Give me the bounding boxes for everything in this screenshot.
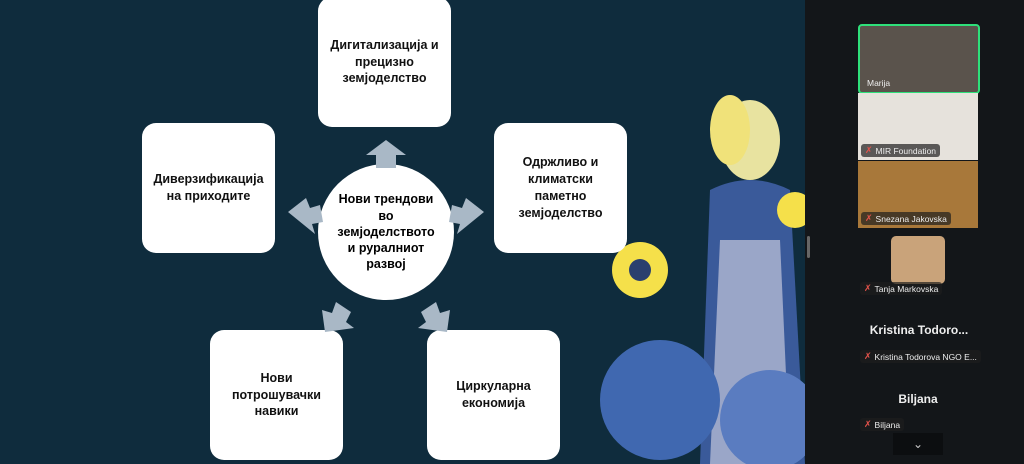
- arrow-left-icon: [288, 198, 323, 234]
- mic-muted-icon: ✗: [865, 213, 873, 223]
- tile-label-biljana[interactable]: ✗Biljana: [860, 418, 905, 431]
- chevron-down-icon: ⌄: [912, 437, 924, 451]
- video-tile-mir-foundation[interactable]: ✗MIR Foundation: [858, 93, 978, 160]
- box-income-diversification: Диверзификација на приходите: [142, 123, 275, 253]
- participant-name: Marija: [867, 78, 891, 88]
- participant-name: Snezana Jakovska: [875, 213, 947, 224]
- scroll-down-button[interactable]: ⌄: [893, 433, 943, 455]
- arrow-right-icon: [449, 198, 484, 234]
- mic-muted-icon: ✗: [864, 351, 872, 361]
- panel-resize-handle[interactable]: [807, 236, 810, 258]
- tile-label-kristina[interactable]: ✗Kristina Todorova NGO E...: [860, 350, 981, 363]
- mic-muted-icon: ✗: [864, 283, 872, 293]
- center-circle: Нови трендови во земјоделството и руралн…: [318, 164, 454, 300]
- box-sustainable-agriculture: Одржливо и климатски паметно земјоделств…: [494, 123, 627, 253]
- mic-muted-icon: ✗: [865, 145, 873, 155]
- participant-name: Kristina Todorova NGO E...: [874, 351, 977, 362]
- mic-muted-icon: ✗: [864, 419, 872, 429]
- participant-name: MIR Foundation: [875, 145, 937, 156]
- arrow-up-icon: [366, 140, 406, 168]
- woman-sunflower-image: [600, 95, 805, 464]
- tile-label-tanja[interactable]: ✗Tanja Markovska: [860, 282, 943, 295]
- box-circular-economy: Циркуларна економија: [427, 330, 560, 460]
- arrow-down-right-icon: [418, 302, 450, 332]
- box-digitalization: Дигитализација и прецизно земјоделство: [318, 0, 451, 127]
- avatar-tanja: [891, 236, 945, 284]
- participant-name: Biljana: [874, 419, 901, 430]
- participant-name: Tanja Markovska: [874, 283, 939, 294]
- video-tile-marija[interactable]: Marija: [858, 24, 980, 94]
- presentation-slide: Дигитализација и прецизно земјоделство О…: [0, 0, 805, 464]
- box-consumer-habits: Нови потрошувачки навики: [210, 330, 343, 460]
- arrows: [288, 140, 484, 332]
- participant-display-name: Kristina Todoro...: [869, 323, 969, 337]
- video-tile-snezana[interactable]: ✗Snezana Jakovska: [858, 161, 978, 228]
- participant-display-name: Biljana: [898, 392, 938, 406]
- arrow-down-left-icon: [322, 302, 354, 332]
